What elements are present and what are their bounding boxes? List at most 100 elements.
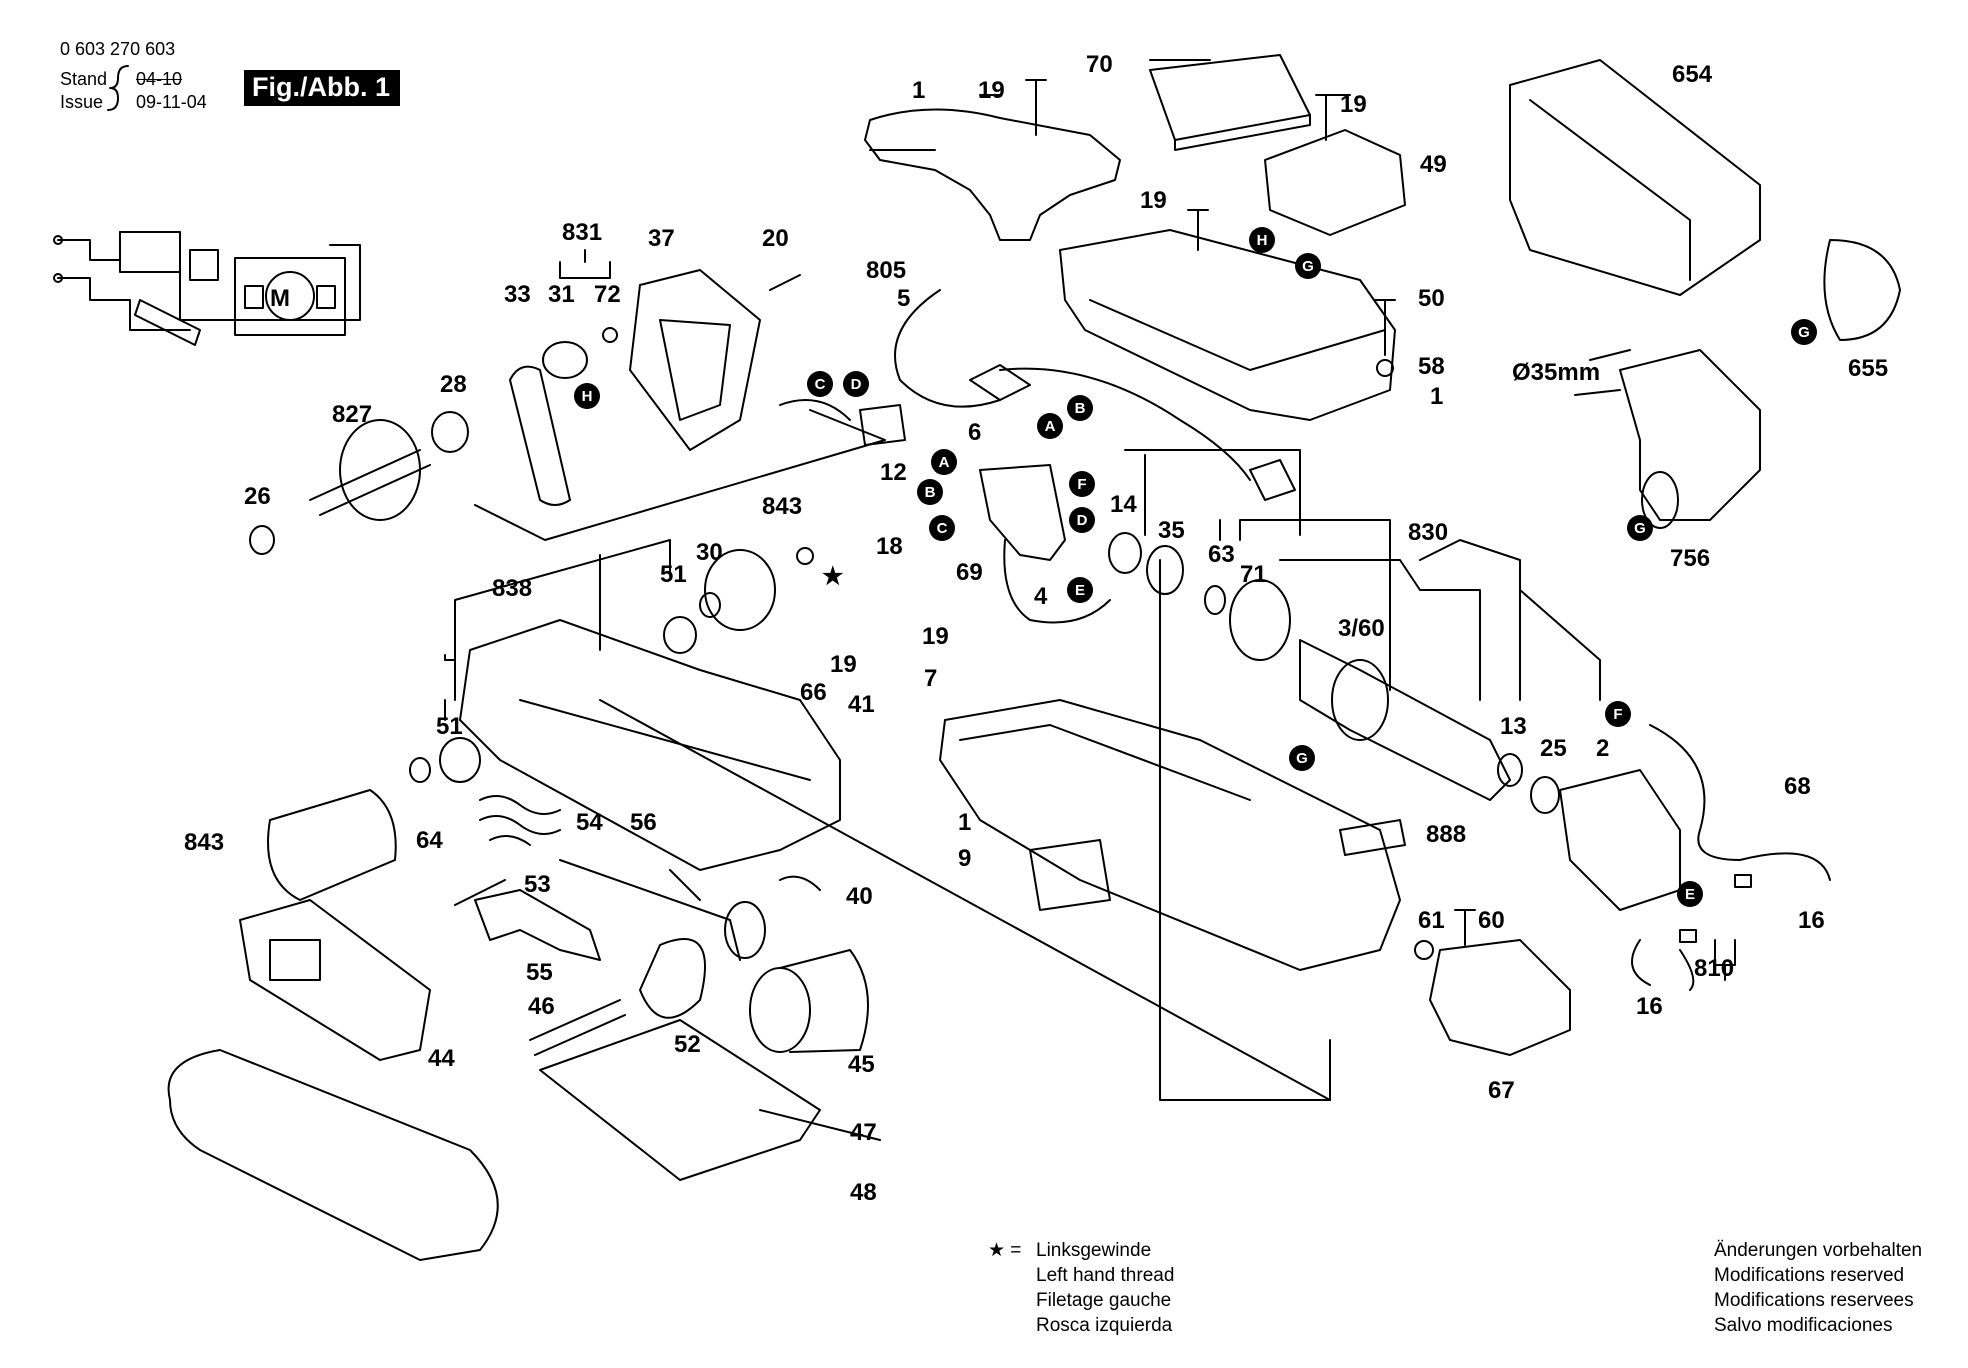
- part-label: 30: [696, 539, 723, 566]
- main-housing: [939, 699, 1401, 971]
- part-label: 45: [848, 1051, 875, 1078]
- bearing-35: [1146, 545, 1184, 595]
- issue-label: Issue: [60, 92, 104, 112]
- header-brace: [107, 65, 129, 111]
- part-label: 26: [244, 483, 271, 510]
- legend-line: Left hand thread: [1036, 1265, 1175, 1286]
- legend-symbol: ★ =: [988, 1240, 1022, 1261]
- part-label: 33: [504, 281, 531, 308]
- part-label: 46: [528, 993, 555, 1020]
- modifications-line: Modifications reserved: [1714, 1265, 1905, 1286]
- part-label: 655: [1848, 355, 1888, 382]
- modifications-line: Salvo modificaciones: [1714, 1315, 1893, 1336]
- dust-guide: [239, 899, 431, 1061]
- legend-line: Rosca izquierda: [1036, 1315, 1173, 1336]
- connector-letter: E: [1075, 582, 1085, 599]
- toothed-belt: [509, 365, 571, 506]
- part-number-labels: 1 19 70 19 49 654 19 831 37 20 805 5 33 …: [184, 51, 1888, 1206]
- part-label: 756: [1670, 545, 1710, 572]
- part-label: 827: [332, 401, 372, 428]
- document-number: 0 603 270 603: [60, 39, 176, 59]
- front-roller: [749, 967, 811, 1053]
- part-label: 28: [440, 371, 467, 398]
- cable-clamp: [859, 404, 906, 446]
- front-pulley: [704, 549, 776, 631]
- part-label: 41: [848, 691, 875, 718]
- tension-lever: [474, 889, 601, 961]
- part-label: 18: [876, 533, 903, 560]
- part-label: 53: [524, 871, 551, 898]
- shaft: [529, 999, 626, 1056]
- diameter-label: Ø35mm: [1512, 359, 1600, 386]
- part-label: 52: [674, 1031, 701, 1058]
- part-label: 40: [846, 883, 873, 910]
- motor-housing-top: [1059, 229, 1396, 421]
- connector-letter: B: [925, 484, 936, 501]
- stator: [1559, 769, 1681, 911]
- part-label: 843: [762, 493, 802, 520]
- part-label: 7: [924, 665, 937, 692]
- part-label: 19: [922, 623, 949, 650]
- part-label: 9: [958, 845, 971, 872]
- connector-letter: A: [939, 454, 950, 471]
- modifications-notice: Änderungen vorbehalten Modifications res…: [1714, 1238, 1922, 1338]
- part-label: 35: [1158, 517, 1185, 544]
- part-label: 16: [1798, 907, 1825, 934]
- base-plate: [539, 1019, 821, 1181]
- figure-label: Fig./Abb. 1: [244, 70, 400, 106]
- part-label: 66: [800, 679, 827, 706]
- legend-line: Linksgewinde: [1036, 1240, 1152, 1261]
- part-label: 37: [648, 225, 675, 252]
- part-label: 55: [526, 959, 553, 986]
- part-label: 58: [1418, 353, 1445, 380]
- part-label: 4: [1034, 583, 1048, 610]
- connector-letter: F: [1613, 706, 1622, 723]
- part-label: 69: [956, 559, 983, 586]
- label-plate-888: [1339, 819, 1406, 856]
- part-label: 13: [1500, 713, 1527, 740]
- part-label: 50: [1418, 285, 1445, 312]
- part-label: 843: [184, 829, 224, 856]
- handle-cover: [864, 108, 1121, 241]
- part-label: 1: [958, 809, 971, 836]
- part-label: 19: [1340, 91, 1367, 118]
- hose-adapter: [1619, 349, 1761, 521]
- connector-letter: D: [1077, 512, 1088, 529]
- stand-value: 04-10: [136, 69, 183, 89]
- part-label: 5: [897, 285, 910, 312]
- part-label: 70: [1086, 51, 1113, 78]
- connector-letter: G: [1634, 520, 1646, 537]
- part-label: 56: [630, 809, 657, 836]
- connector-letter: D: [851, 376, 862, 393]
- part-label: 838: [492, 575, 532, 602]
- part-label: 51: [660, 561, 687, 588]
- modifications-line: Änderungen vorbehalten: [1714, 1240, 1923, 1261]
- part-label: 71: [1240, 561, 1267, 588]
- gear-71: [1229, 579, 1291, 661]
- switch-housing: [1264, 129, 1406, 236]
- brush-cap: [1429, 939, 1571, 1056]
- spring-54: [479, 795, 561, 815]
- connector-markers: H G C D A B B A A F B D C E G G H F E G: [574, 227, 1817, 907]
- connector-letter: C: [937, 520, 948, 537]
- bearing-14: [1108, 532, 1142, 574]
- dust-adapter: [1823, 239, 1901, 341]
- connector-letter: H: [582, 388, 593, 405]
- part-label: 1: [1430, 383, 1443, 410]
- connector-letter: H: [1257, 232, 1268, 249]
- connector-letter: E: [1685, 886, 1695, 903]
- part-label: 831: [562, 219, 602, 246]
- connector-letter: B: [1075, 400, 1086, 417]
- pulley-31: [542, 341, 588, 379]
- wiring-schematic: [53, 231, 361, 346]
- part-label: 16: [1636, 993, 1663, 1020]
- left-hand-thread-star: ★: [822, 563, 844, 590]
- part-label: 48: [850, 1179, 877, 1206]
- part-label: 3/60: [1338, 615, 1385, 642]
- part-label: 14: [1110, 491, 1137, 518]
- part-label: 810: [1694, 955, 1734, 982]
- rear-roller: [267, 789, 397, 901]
- tension-plate: [639, 938, 706, 1019]
- connector-letter: G: [1296, 750, 1308, 767]
